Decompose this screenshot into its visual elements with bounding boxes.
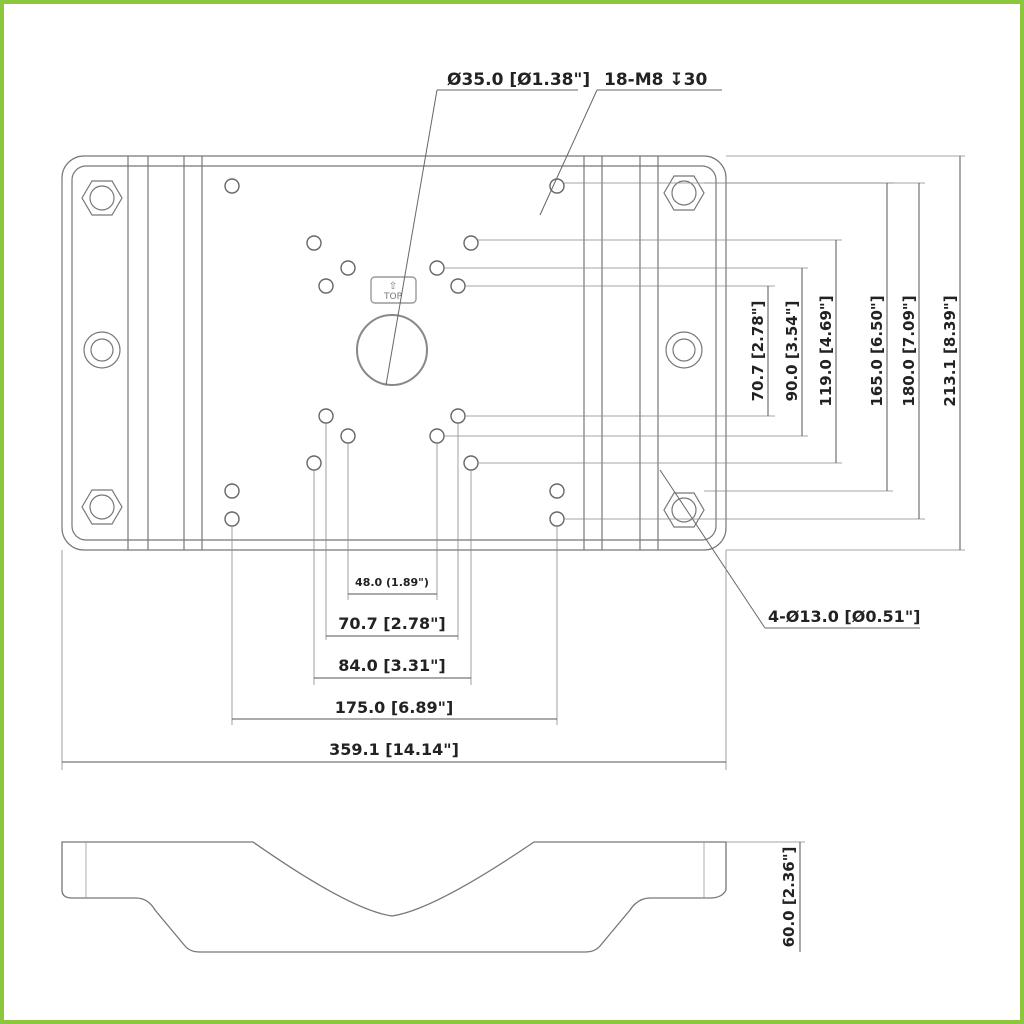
dim-180-vertical: 180.0 [7.09"]: [900, 295, 918, 407]
up-arrow-icon: ⇧: [389, 281, 397, 292]
top-marker-label: TOP: [383, 292, 403, 302]
threaded-holes-label: 18-M8 ↧30: [604, 70, 708, 90]
dim-165-vertical: 165.0 [6.50"]: [868, 295, 886, 407]
dim-70-7-vertical: 70.7 [2.78"]: [749, 300, 767, 402]
m8-hole-icons: [224, 178, 565, 527]
dim-213-vertical: 213.1 [8.39"]: [941, 295, 959, 407]
plate-inner-outline: [71, 165, 717, 541]
dim-119-vertical: 119.0 [4.69"]: [817, 295, 835, 407]
dim-175-horizontal: 175.0 [6.89"]: [334, 698, 454, 717]
hex-nut-icons: [81, 175, 705, 528]
plate-outline: [61, 155, 727, 551]
dim-84-horizontal: 84.0 [3.31"]: [338, 656, 446, 675]
center-cable-hole: [356, 314, 428, 386]
dim-90-vertical: 90.0 [3.54"]: [783, 300, 801, 402]
corner-holes-label: 4-Ø13.0 [Ø0.51"]: [768, 607, 921, 626]
dim-359-horizontal: 359.1 [14.14"]: [329, 740, 459, 759]
center-hole-label: Ø35.0 [Ø1.38"]: [447, 70, 591, 90]
side-profile: [61, 841, 727, 953]
dim-70-7-horizontal: 70.7 [2.78"]: [338, 614, 446, 633]
side-height-label: 60.0 [2.36"]: [780, 846, 798, 948]
top-marker-box: [370, 276, 417, 304]
dim-48-horizontal: 48.0 (1.89"): [355, 576, 429, 589]
